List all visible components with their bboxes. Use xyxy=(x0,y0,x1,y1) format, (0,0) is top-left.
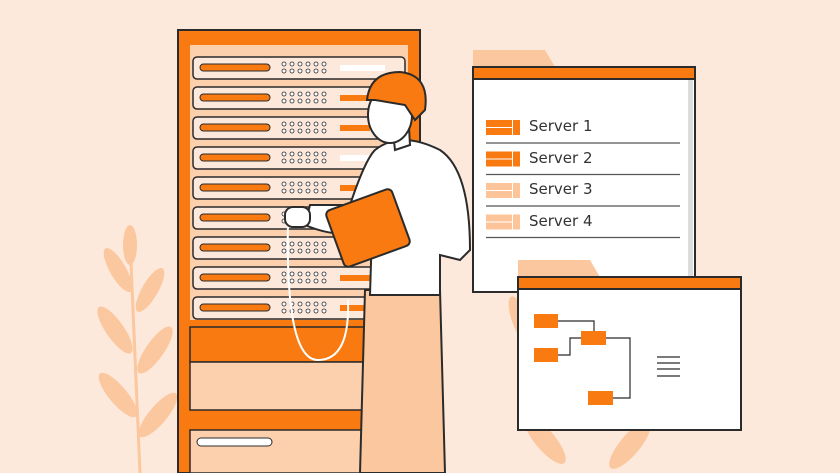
server-list-item-label[interactable]: Server 2 xyxy=(529,148,593,167)
server-slot xyxy=(192,56,406,80)
server-icon xyxy=(486,120,680,144)
flowchart-window xyxy=(517,260,742,431)
server-icon xyxy=(486,151,680,176)
server-icon xyxy=(486,214,680,239)
server-list-item-label[interactable]: Server 3 xyxy=(529,180,593,198)
plant-left xyxy=(97,225,178,473)
server-list-item-label[interactable]: Server 1 xyxy=(529,117,593,135)
server-list-item-label[interactable]: Server 4 xyxy=(529,211,593,230)
server-icon xyxy=(486,183,680,207)
server-list-window xyxy=(472,50,696,293)
person-illustration xyxy=(284,70,472,473)
